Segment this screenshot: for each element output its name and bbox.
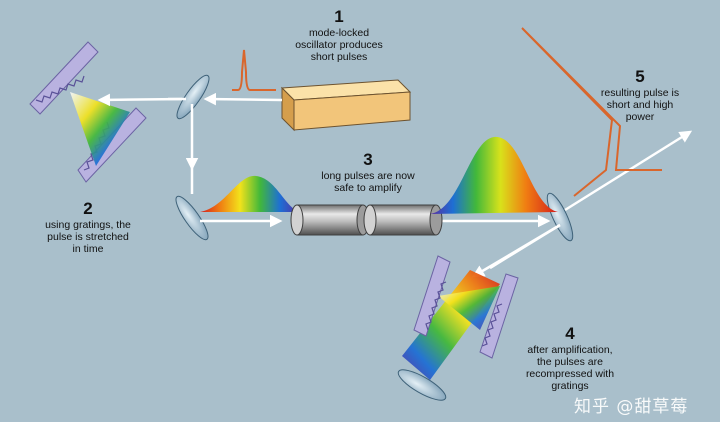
- step-2-line-3: in time: [72, 243, 104, 255]
- grating-top-left: [29, 41, 99, 115]
- step-5-line-3: power: [625, 111, 655, 123]
- short-pulse-trace: [232, 49, 276, 91]
- amplifier-rods: [290, 204, 443, 236]
- step-5-label: 5 resulting pulse is short and high powe…: [590, 67, 690, 124]
- watermark: 知乎 @甜草莓: [574, 397, 689, 417]
- compressor-fan: [438, 286, 500, 330]
- stretcher-gratings: [29, 41, 147, 183]
- step-5-number: 5: [635, 67, 645, 86]
- step-1-line-3: short pulses: [310, 51, 368, 63]
- grating-bottom-right: [77, 107, 147, 183]
- step-4-line-3: recompressed with: [525, 368, 615, 380]
- step-3-line-2: safe to amplify: [334, 182, 402, 194]
- step-2-label: 2 using gratings, the pulse is stretched…: [28, 199, 148, 256]
- step-1-number: 1: [334, 7, 344, 26]
- amplifier-rod-1: [296, 204, 364, 236]
- amplified-pulse: [430, 136, 558, 214]
- grating-compressor-right: [479, 273, 519, 359]
- mirrors: [175, 74, 574, 401]
- grating-compressor-left: [413, 255, 451, 337]
- mirror-right: [546, 192, 574, 242]
- step-1-line-2: oscillator produces: [295, 39, 383, 51]
- mirror-top: [176, 74, 210, 120]
- stretched-pulse: [200, 175, 300, 212]
- step-1-line-1: mode-locked: [308, 27, 370, 39]
- step-2-line-1: using gratings, the: [45, 219, 131, 231]
- step-4-line-2: the pulses are: [537, 356, 603, 368]
- step-3-label: 3 long pulses are now safe to amplify: [310, 150, 426, 195]
- step-1-label: 1 mode-locked oscillator produces short …: [284, 7, 394, 64]
- step-5-line-1: resulting pulse is: [600, 87, 680, 99]
- step-4-line-1: after amplification,: [527, 344, 613, 356]
- oscillator-box: [280, 79, 412, 132]
- step-4-line-4: gratings: [551, 380, 589, 392]
- mirror-bottom: [397, 369, 447, 401]
- beam-paths: [97, 92, 693, 278]
- step-4-label: 4 after amplification, the pulses are re…: [518, 324, 622, 393]
- amplifier-rod-2: [369, 204, 437, 236]
- step-4-number: 4: [565, 324, 575, 343]
- output-pulse-trace: [521, 27, 662, 197]
- mirror-left: [175, 195, 209, 241]
- step-2-number: 2: [83, 199, 93, 218]
- step-3-number: 3: [363, 150, 373, 169]
- stretcher-spectral-fan: [70, 92, 130, 166]
- step-3-line-1: long pulses are now: [321, 170, 415, 182]
- step-5-line-2: short and high: [606, 99, 674, 111]
- compressor-gratings: [402, 255, 519, 380]
- step-2-line-2: pulse is stretched: [47, 231, 129, 243]
